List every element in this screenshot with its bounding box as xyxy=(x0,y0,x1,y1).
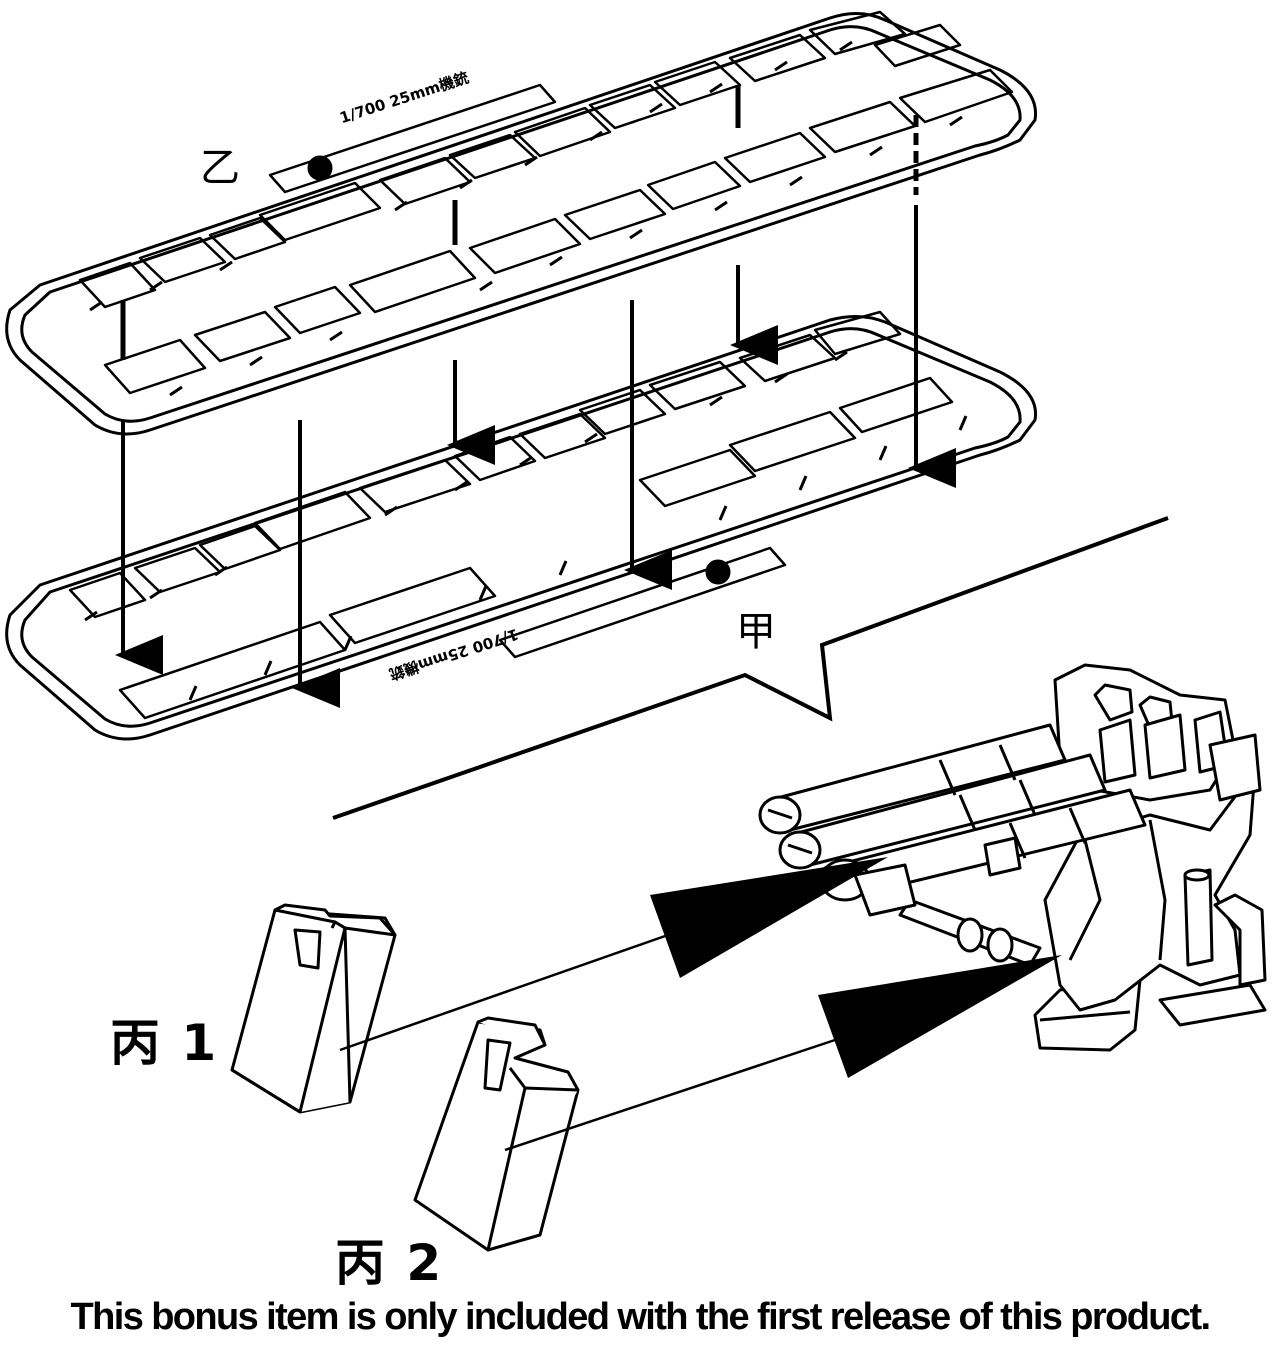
label-block-2: 丙 2 xyxy=(335,1234,444,1292)
bonus-caption: This bonus item is only included with th… xyxy=(70,1296,1212,1338)
label-sprue-bottom: 甲 xyxy=(736,609,776,655)
callout-bubble xyxy=(332,516,1169,820)
pointer-wedge-1 xyxy=(650,857,888,978)
block-1 xyxy=(230,903,397,1114)
label-sprue-top: 乙 xyxy=(200,145,240,191)
assembly-arrows xyxy=(115,86,956,708)
sprue-top xyxy=(5,10,1038,436)
block-2 xyxy=(413,1016,580,1252)
sprue-bottom xyxy=(5,310,1038,741)
leader-lines xyxy=(339,933,851,1152)
triple-gun-mount xyxy=(758,663,1267,1052)
pointer-wedge-2 xyxy=(818,955,1062,1078)
label-block-1: 丙 1 xyxy=(110,1014,219,1072)
